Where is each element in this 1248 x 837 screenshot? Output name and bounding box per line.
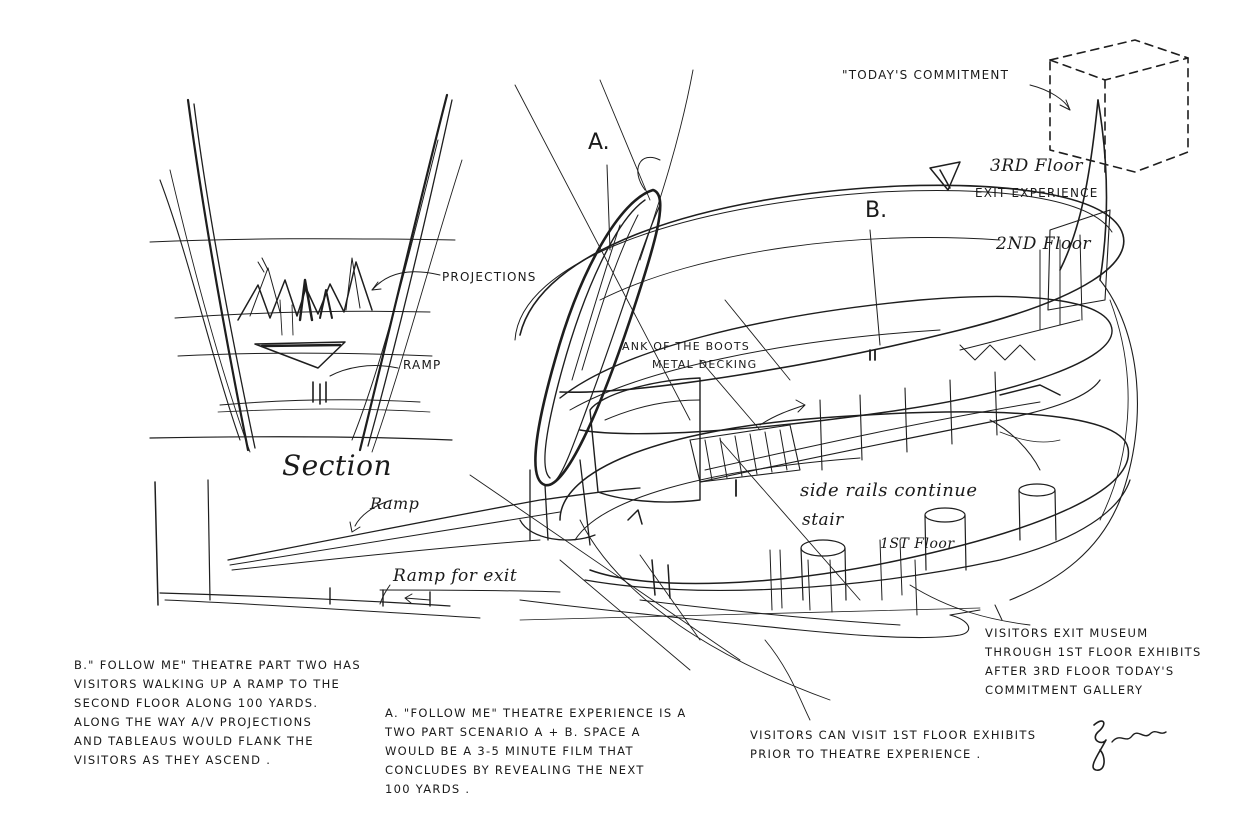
arrow-icon <box>1029 84 1071 111</box>
ramp-section-label: RAMP <box>403 358 442 372</box>
note-b-line: SECOND FLOOR ALONG 100 YARDS. <box>74 696 319 710</box>
note-b: B." FOLLOW ME" THEATRE PART TWO HAS VISI… <box>74 656 361 770</box>
note-b-line: B." FOLLOW ME" THEATRE PART TWO HAS <box>74 658 361 672</box>
ramp-for-exit-label: Ramp for exit <box>393 566 518 586</box>
note-b-line: ALONG THE WAY A/V PROJECTIONS <box>74 715 313 729</box>
section-label: Section <box>282 449 393 482</box>
note-a: A. "FOLLOW ME" THEATRE EXPERIENCE IS A T… <box>385 704 687 799</box>
note-b-line: AND TABLEAUS WOULD FLANK THE <box>74 734 314 748</box>
note-exit-line: THROUGH 1ST FLOOR EXHIBITS <box>985 645 1202 659</box>
base-ramps <box>154 479 641 619</box>
note-exit-line: AFTER 3RD FLOOR TODAY'S <box>985 664 1175 678</box>
note-a-line: CONCLUDES BY REVEALING THE NEXT <box>385 763 645 777</box>
todays-commitment-label: "TODAY'S COMMITMENT <box>842 68 1010 82</box>
note-visit: VISITORS CAN VISIT 1ST FLOOR EXHIBITS PR… <box>750 726 1036 764</box>
section-b-marker: B. <box>865 198 888 223</box>
signature-mark <box>1092 720 1167 771</box>
stair-label: stair <box>802 510 844 530</box>
note-b-line: VISITORS AS THEY ASCEND . <box>74 753 272 767</box>
note-b-line: VISITORS WALKING UP A RAMP TO THE <box>74 677 341 691</box>
projections-label: PROJECTIONS <box>442 270 537 284</box>
note-exit-line: VISITORS EXIT MUSEUM <box>985 626 1149 640</box>
note-a-line: WOULD BE A 3-5 MINUTE FILM THAT <box>385 744 634 758</box>
dashed-cube-icon <box>1049 39 1189 173</box>
third-floor-label: 3RD Floor <box>990 156 1083 176</box>
metal-decking-label-top: ANK OF THE BOOTS <box>622 340 750 353</box>
note-a-line: 100 YARDS . <box>385 782 471 796</box>
note-visit-line: PRIOR TO THEATRE EXPERIENCE . <box>750 747 982 761</box>
note-a-line: A. "FOLLOW ME" THEATRE EXPERIENCE IS A <box>385 706 687 720</box>
section-a-marker: A. <box>588 130 610 155</box>
first-floor-label: 1ST Floor <box>880 536 955 552</box>
building-perspective <box>469 69 1138 721</box>
metal-decking-label: METAL DECKING <box>652 358 758 371</box>
section-drawing <box>149 93 463 453</box>
note-visit-line: VISITORS CAN VISIT 1ST FLOOR EXHIBITS <box>750 728 1037 742</box>
note-a-line: TWO PART SCENARIO A + B. SPACE A <box>385 725 641 739</box>
note-exit: VISITORS EXIT MUSEUM THROUGH 1ST FLOOR E… <box>985 624 1202 700</box>
side-rails-label: side rails continue <box>800 480 978 501</box>
note-exit-line: COMMITMENT GALLERY <box>985 683 1144 697</box>
second-floor-label: 2ND Floor <box>996 234 1092 254</box>
exit-experience-label: EXIT EXPERIENCE <box>975 186 1099 200</box>
ramp-label: Ramp <box>370 494 420 513</box>
